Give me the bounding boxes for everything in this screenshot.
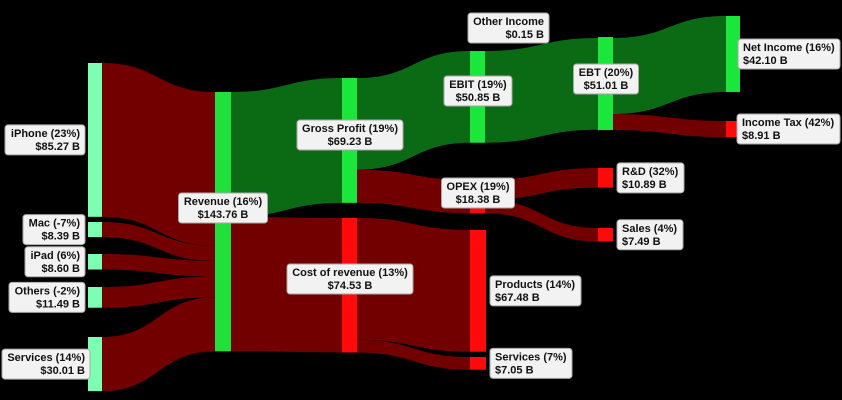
label-box-gross_profit <box>296 119 404 151</box>
label-name-services_in: Services (14%) <box>7 352 85 364</box>
label-value-net_income: $42.10 B <box>743 55 788 67</box>
link-ebt-to-income_tax <box>613 113 726 138</box>
label-box-revenue <box>178 192 268 224</box>
label-box-mac <box>22 214 86 246</box>
label-revenue: Revenue (16%)$143.76 B <box>178 192 268 224</box>
label-net_income: Net Income (16%)$42.10 B <box>737 38 841 70</box>
label-name-gross_profit: Gross Profit (19%) <box>302 123 398 135</box>
label-ipad: iPad (6%)$8.60 B <box>24 246 86 278</box>
label-value-ebit: $50.85 B <box>456 92 501 104</box>
link-revenue-to-gross_profit <box>231 78 342 217</box>
link-ebt-to-net_income <box>613 16 726 114</box>
label-box-other_income <box>467 12 550 44</box>
label-name-income_tax: Income Tax (42%) <box>742 117 834 129</box>
label-box-iphone <box>4 124 86 156</box>
label-box-sales <box>616 219 684 251</box>
node-mac <box>88 222 102 238</box>
label-name-services_cost: Services (7%) <box>495 351 567 363</box>
link-opex-to-sales <box>485 199 598 242</box>
label-name-sales: Sales (4%) <box>622 223 677 235</box>
node-ipad <box>88 254 102 270</box>
label-value-products: $67.48 B <box>495 292 540 304</box>
label-value-ebt: $51.01 B <box>584 80 629 92</box>
label-box-rnd <box>616 162 685 194</box>
label-name-ebt: EBT (20%) <box>579 67 634 79</box>
label-name-net_income: Net Income (16%) <box>743 42 835 54</box>
label-services_in: Services (14%)$30.01 B <box>1 348 91 380</box>
label-value-sales: $7.49 B <box>622 236 661 248</box>
label-rnd: R&D (32%)$10.89 B <box>616 162 685 194</box>
label-products: Products (14%)$67.48 B <box>489 275 582 307</box>
label-name-iphone: iPhone (23%) <box>11 128 80 140</box>
label-box-ebit <box>443 75 513 107</box>
link-others-to-revenue <box>102 276 215 308</box>
label-value-ipad: $8.60 B <box>41 263 80 275</box>
label-value-services_in: $30.01 B <box>40 365 85 377</box>
label-value-rnd: $10.89 B <box>622 179 667 191</box>
label-box-income_tax <box>736 113 841 145</box>
label-value-other_income: $0.15 B <box>505 29 544 41</box>
label-box-ipad <box>24 246 86 278</box>
label-box-net_income <box>737 38 841 70</box>
link-services_in-to-revenue <box>102 297 215 392</box>
label-name-ebit: EBIT (19%) <box>449 79 507 91</box>
node-products <box>470 230 486 352</box>
label-name-others: Others (-2%) <box>15 285 81 297</box>
link-cost_of_revenue-to-services_cost <box>357 339 470 370</box>
label-box-cost_of_revenue <box>286 263 414 295</box>
node-others <box>88 287 102 308</box>
label-name-opex: OPEX (19%) <box>447 181 510 193</box>
label-ebit: EBIT (19%)$50.85 B <box>443 75 513 107</box>
node-iphone <box>88 63 102 217</box>
label-value-gross_profit: $69.23 B <box>328 136 373 148</box>
node-net_income <box>726 16 740 92</box>
link-mac-to-revenue <box>102 222 215 261</box>
node-services_in <box>88 337 102 392</box>
label-sales: Sales (4%)$7.49 B <box>616 219 684 251</box>
label-box-services_in <box>1 348 91 380</box>
label-gross_profit: Gross Profit (19%)$69.23 B <box>296 119 404 151</box>
label-value-services_cost: $7.05 B <box>495 364 534 376</box>
link-ipad-to-revenue <box>102 254 215 277</box>
label-other_income: Other Income$0.15 B <box>467 12 550 44</box>
label-cost_of_revenue: Cost of revenue (13%)$74.53 B <box>286 263 414 295</box>
label-mac: Mac (-7%)$8.39 B <box>22 214 86 246</box>
label-name-ipad: iPad (6%) <box>30 250 80 262</box>
label-name-other_income: Other Income <box>473 16 544 28</box>
label-box-opex <box>441 177 515 209</box>
label-others: Others (-2%)$11.49 B <box>8 281 86 313</box>
label-box-services_cost <box>489 347 573 379</box>
label-name-products: Products (14%) <box>495 279 575 291</box>
label-income_tax: Income Tax (42%)$8.91 B <box>736 113 841 145</box>
label-services_cost: Services (7%)$7.05 B <box>489 347 573 379</box>
label-box-ebt <box>573 63 639 95</box>
label-name-mac: Mac (-7%) <box>29 218 81 230</box>
link-ebit-to-ebt <box>485 38 598 143</box>
label-ebt: EBT (20%)$51.01 B <box>573 63 639 95</box>
label-value-cost_of_revenue: $74.53 B <box>328 280 373 292</box>
label-name-revenue: Revenue (16%) <box>184 196 263 208</box>
label-name-rnd: R&D (32%) <box>622 166 679 178</box>
label-value-revenue: $143.76 B <box>198 209 249 221</box>
label-value-income_tax: $8.91 B <box>742 130 781 142</box>
node-rnd <box>598 168 613 188</box>
label-opex: OPEX (19%)$18.38 B <box>441 177 515 209</box>
label-value-opex: $18.38 B <box>456 194 501 206</box>
label-name-cost_of_revenue: Cost of revenue (13%) <box>292 267 408 279</box>
label-iphone: iPhone (23%)$85.27 B <box>4 124 86 156</box>
node-sales <box>598 228 613 242</box>
label-value-others: $11.49 B <box>36 298 80 310</box>
label-value-mac: $8.39 B <box>41 231 80 243</box>
link-gross_profit-to-ebit <box>357 51 470 170</box>
label-value-iphone: $85.27 B <box>35 141 80 153</box>
label-box-others <box>8 281 86 313</box>
node-services_cost <box>470 357 486 370</box>
label-box-products <box>489 275 582 307</box>
